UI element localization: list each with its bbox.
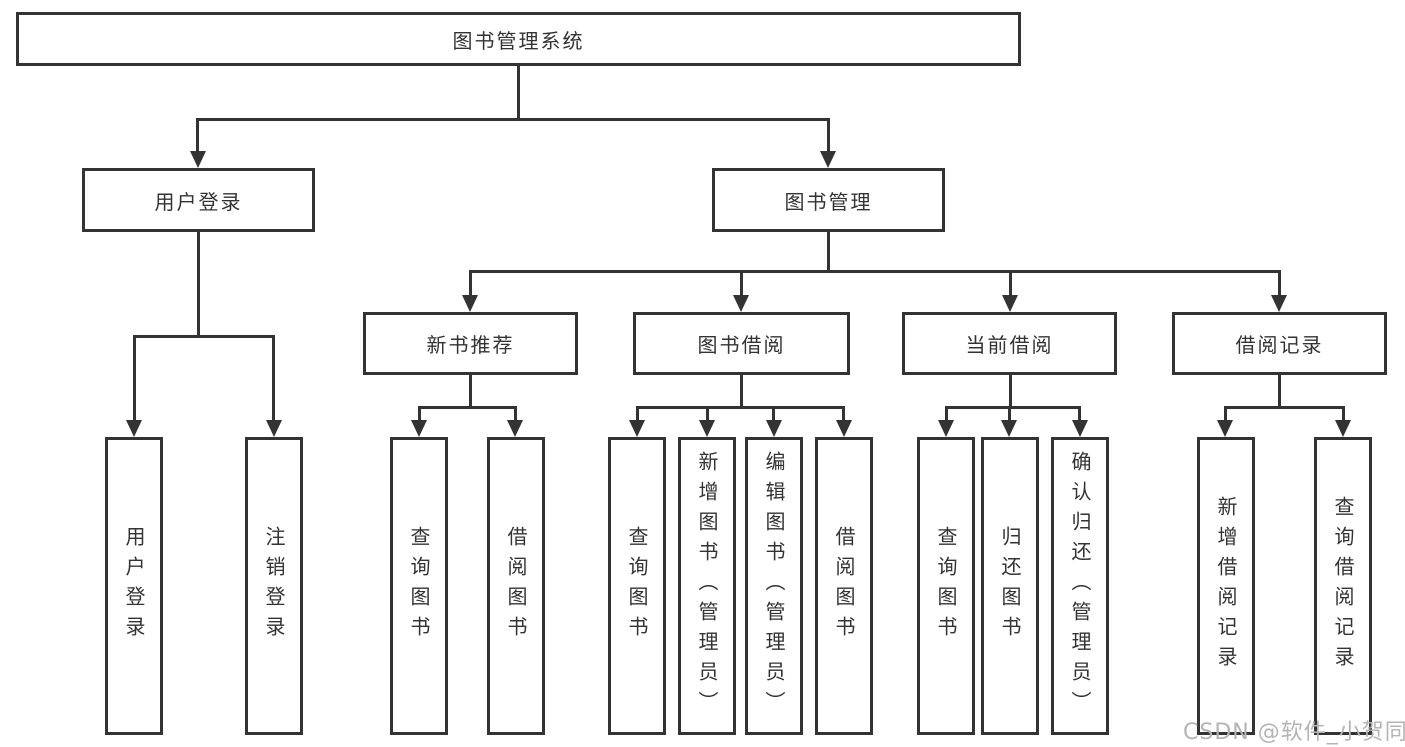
connector-book-management-drop	[827, 118, 830, 152]
connector-level3-drop	[469, 270, 472, 298]
connector-book-management-stem	[827, 232, 830, 272]
arrow-down-icon	[411, 420, 427, 437]
arrow-down-icon	[1072, 420, 1088, 437]
leaf-add-book-admin: 新增图书（管理员）	[678, 437, 736, 735]
leaf-add-borrow-record: 新增借阅记录	[1197, 437, 1255, 735]
node-book-management: 图书管理	[712, 168, 945, 232]
leaf-borrow-books-borrowing: 借阅图书	[815, 437, 873, 735]
arrow-down-icon	[733, 295, 749, 312]
arrow-down-icon	[462, 295, 478, 312]
connector-bar	[418, 406, 517, 409]
node-user-login: 用户登录	[82, 168, 315, 232]
arrow-down-icon	[266, 420, 282, 437]
connector-stem	[740, 375, 743, 409]
arrow-down-icon	[766, 420, 782, 437]
leaf-borrow-books-recommend: 借阅图书	[487, 437, 545, 735]
connector-root-stem	[517, 66, 520, 120]
csdn-watermark: CSDN @软件_小贺同学	[1183, 720, 1405, 745]
connector-level3-drop	[1278, 270, 1281, 298]
leaf-logout: 注销登录	[245, 437, 303, 735]
arrow-down-icon	[1217, 420, 1233, 437]
connector-bar	[636, 406, 845, 409]
arrow-down-icon	[1002, 295, 1018, 312]
arrow-down-icon	[1271, 295, 1287, 312]
connector-stem	[1278, 375, 1281, 409]
connector-leaf-drop	[514, 406, 517, 422]
connector-leaf-drop	[1008, 406, 1011, 422]
connector-leaf-drop	[1342, 406, 1345, 422]
arrow-down-icon	[1335, 420, 1351, 437]
connector-user-login-bar	[133, 335, 275, 338]
node-borrowing-records: 借阅记录	[1172, 312, 1387, 375]
connector-book-management-bar	[469, 270, 1281, 273]
arrow-down-icon	[836, 420, 852, 437]
connector-leaf-drop	[272, 335, 275, 420]
arrow-down-icon	[126, 420, 142, 437]
connector-level3-drop	[740, 270, 743, 298]
connector-leaf-drop	[842, 406, 845, 422]
arrow-down-icon	[820, 151, 836, 168]
node-current-borrowing: 当前借阅	[902, 312, 1117, 375]
connector-user-login-stem	[197, 232, 200, 335]
connector-bar	[945, 406, 1081, 409]
connector-leaf-drop	[1224, 406, 1227, 422]
connector-leaf-drop	[772, 406, 775, 422]
arrow-down-icon	[1001, 420, 1017, 437]
node-book-borrowing: 图书借阅	[633, 312, 850, 375]
leaf-query-books-current: 查询图书	[917, 437, 975, 735]
connector-bar	[1224, 406, 1344, 409]
leaf-confirm-return-admin: 确认归还（管理员）	[1051, 437, 1109, 735]
connector-leaf-drop	[133, 335, 136, 420]
connector-level3-drop	[1009, 270, 1012, 298]
connector-leaf-drop	[636, 406, 639, 422]
leaf-edit-book-admin: 编辑图书（管理员）	[745, 437, 803, 735]
leaf-return-books: 归还图书	[981, 437, 1039, 735]
arrow-down-icon	[938, 420, 954, 437]
connector-leaf-drop	[418, 406, 421, 422]
connector-leaf-drop	[1078, 406, 1081, 422]
leaf-query-books-borrowing: 查询图书	[608, 437, 666, 735]
connector-root-bar	[197, 118, 830, 121]
leaf-query-borrow-record: 查询借阅记录	[1314, 437, 1372, 735]
connector-user-login-drop	[196, 118, 199, 152]
arrow-down-icon	[507, 420, 523, 437]
node-new-book-recommendation: 新书推荐	[363, 312, 578, 375]
connector-leaf-drop	[706, 406, 709, 422]
leaf-user-login: 用户登录	[105, 437, 163, 735]
arrow-down-icon	[629, 420, 645, 437]
node-library-management-system: 图书管理系统	[16, 12, 1021, 66]
arrow-down-icon	[190, 151, 206, 168]
connector-stem	[469, 375, 472, 409]
connector-stem	[1009, 375, 1012, 409]
leaf-query-books-recommend: 查询图书	[390, 437, 448, 735]
arrow-down-icon	[699, 420, 715, 437]
connector-leaf-drop	[945, 406, 948, 422]
